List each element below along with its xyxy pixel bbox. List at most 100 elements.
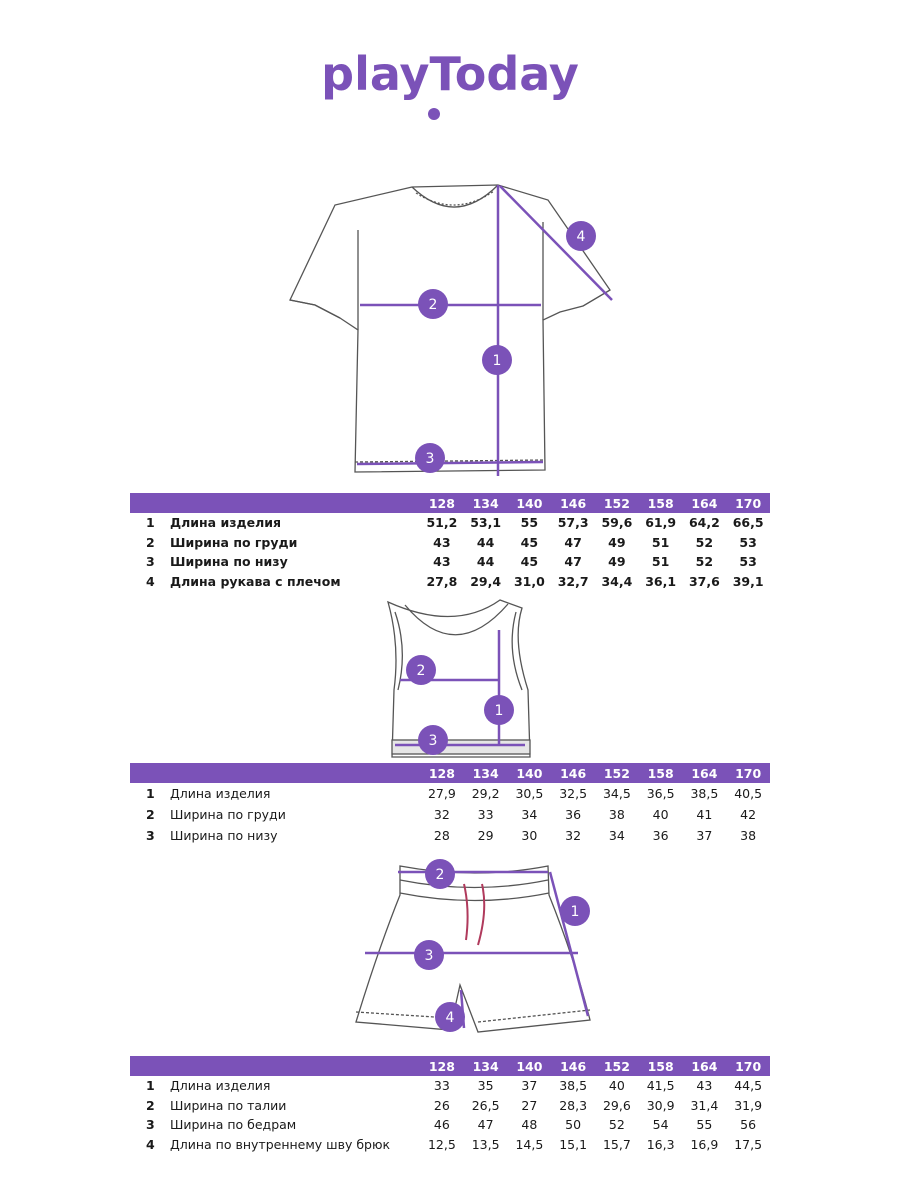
cell-value: 37,6 (688, 574, 720, 590)
size-header: 164 (682, 1056, 727, 1076)
cell-value: 38 (608, 807, 625, 822)
measure-badge-1: 1 (560, 896, 590, 926)
row-label: Ширина по низу (170, 828, 278, 843)
svg-text:2: 2 (417, 663, 426, 679)
shorts-drawing: 1 2 3 4 (0, 855, 900, 1045)
cell-value: 64,2 (688, 515, 720, 531)
cell-value: 53 (739, 534, 757, 550)
cell-value: 27,8 (426, 574, 458, 590)
cell-value: 52 (695, 534, 714, 550)
svg-text:1: 1 (495, 703, 504, 719)
cell-value: 31,0 (513, 574, 545, 590)
cell-value: 29,4 (470, 574, 502, 590)
row-label: Длина по внутреннему шву брюк (170, 1137, 391, 1153)
cell-value: 35 (477, 1078, 494, 1094)
row-number: 2 (146, 807, 155, 822)
svg-text:3: 3 (429, 733, 438, 749)
cell-value: 32 (565, 828, 582, 843)
cell-value: 49 (608, 534, 626, 550)
cell-value: 26 (433, 1097, 450, 1113)
cell-value: 36 (565, 807, 582, 822)
row-number: 1 (146, 515, 155, 531)
size-header: 170 (726, 1056, 770, 1076)
size-header: 146 (551, 493, 595, 513)
cell-value: 49 (608, 554, 626, 570)
row-number: 2 (146, 1097, 155, 1113)
row-label: Длина изделия (170, 786, 271, 801)
row-label: Длина рукава с плечом (170, 574, 341, 590)
size-header: 146 (551, 1056, 595, 1076)
top-drawing: 1 2 3 (0, 593, 900, 760)
cell-value: 53,1 (470, 515, 502, 531)
cell-value: 59,6 (601, 515, 633, 531)
row-number: 4 (146, 574, 155, 590)
svg-text:1: 1 (493, 353, 502, 369)
cell-value: 51 (651, 554, 670, 570)
table-row: 1 Длина изделия 33 35 37 38,5 40 41,5 43… (130, 1076, 770, 1096)
cell-value: 31,4 (690, 1097, 719, 1113)
cell-value: 46 (433, 1117, 450, 1133)
cell-value: 12,5 (427, 1137, 456, 1153)
cell-value: 44 (476, 534, 495, 550)
measure-badge-3: 3 (418, 725, 448, 755)
cell-value: 52 (608, 1117, 625, 1133)
cell-value: 40,5 (734, 786, 763, 801)
table-row: 1 Длина изделия 51,2 53,1 55 57,3 59,6 6… (130, 513, 770, 533)
row-number: 3 (146, 1117, 155, 1133)
cell-value: 13,5 (471, 1137, 500, 1153)
size-header: 170 (726, 493, 770, 513)
cell-value: 47 (477, 1117, 494, 1133)
cell-value: 40 (652, 807, 669, 822)
cell-value: 48 (521, 1117, 538, 1133)
cell-value: 51 (651, 534, 670, 550)
logo-dot-icon (428, 108, 440, 120)
cell-value: 28,3 (559, 1097, 588, 1113)
cell-value: 29,2 (471, 786, 500, 801)
cell-value: 32 (433, 807, 450, 822)
table-row: 3 Ширина по бедрам 46 47 48 50 52 54 55 … (130, 1115, 770, 1135)
measure-badge-3: 3 (414, 940, 444, 970)
size-header: 140 (507, 1056, 552, 1076)
svg-text:4: 4 (446, 1010, 455, 1026)
cell-value: 15,1 (559, 1137, 588, 1153)
size-header: 158 (638, 493, 683, 513)
svg-text:4: 4 (577, 229, 586, 245)
cell-value: 27 (521, 1097, 538, 1113)
cell-value: 39,1 (732, 574, 764, 590)
cell-value: 32,5 (559, 786, 588, 801)
row-label: Ширина по низу (170, 554, 288, 570)
cell-value: 30 (521, 828, 538, 843)
row-label: Ширина по бедрам (170, 1117, 297, 1133)
svg-text:2: 2 (429, 297, 438, 313)
cell-value: 28 (433, 828, 450, 843)
cell-value: 36 (652, 828, 669, 843)
table-row: 1 Длина изделия 27,9 29,2 30,5 32,5 34,5… (130, 783, 770, 804)
top-size-table: 128 134 140 146 152 158 164 170 1 Длина … (130, 763, 770, 846)
cell-value: 36,1 (645, 574, 677, 590)
cell-value: 53 (739, 554, 757, 570)
cell-value: 37 (696, 828, 713, 843)
measure-badge-4: 4 (566, 221, 596, 251)
cell-value: 43 (433, 534, 451, 550)
shorts-svg: 1 2 3 4 (355, 859, 591, 1033)
cell-value: 45 (520, 554, 539, 570)
size-header: 164 (682, 493, 727, 513)
cell-value: 34 (521, 807, 538, 822)
svg-text:3: 3 (426, 451, 435, 467)
table-row: 2 Ширина по груди 43 44 45 47 49 51 52 5… (130, 533, 770, 553)
cell-value: 16,9 (690, 1137, 719, 1153)
measure-badge-2: 2 (418, 289, 448, 319)
cell-value: 43 (696, 1078, 713, 1094)
row-number: 3 (146, 554, 155, 570)
cell-value: 34,4 (601, 574, 633, 590)
cell-value: 61,9 (645, 515, 677, 531)
cell-value: 47 (564, 534, 582, 550)
size-header: 128 (420, 1056, 464, 1076)
size-header: 158 (638, 763, 683, 783)
cell-value: 55 (696, 1117, 713, 1133)
measure-badge-1: 1 (482, 345, 512, 375)
cell-value: 29 (477, 828, 494, 843)
cell-value: 50 (565, 1117, 582, 1133)
cell-value: 56 (740, 1117, 757, 1133)
cell-value: 41 (696, 807, 713, 822)
